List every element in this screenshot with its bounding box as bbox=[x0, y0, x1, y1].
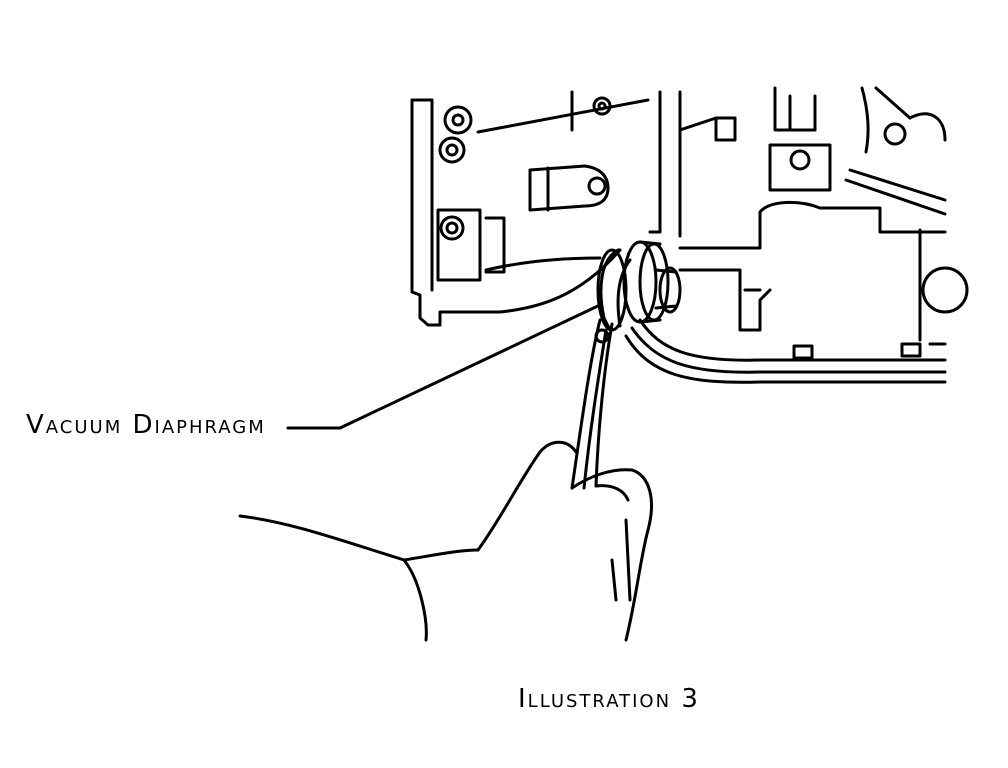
vacuum-diaphragm-label: Vacuum Diaphragm bbox=[26, 410, 266, 440]
figure-caption: Illustration 3 bbox=[518, 684, 700, 714]
hand bbox=[238, 440, 653, 642]
transmission-case-right bbox=[678, 86, 969, 342]
transmission-case-left bbox=[410, 98, 650, 327]
transmission-case-middle bbox=[528, 90, 737, 238]
oil-pan bbox=[624, 318, 947, 384]
callout-leader-line bbox=[286, 303, 602, 430]
vacuum-diaphragm-part bbox=[622, 240, 682, 324]
wrench bbox=[570, 248, 632, 490]
